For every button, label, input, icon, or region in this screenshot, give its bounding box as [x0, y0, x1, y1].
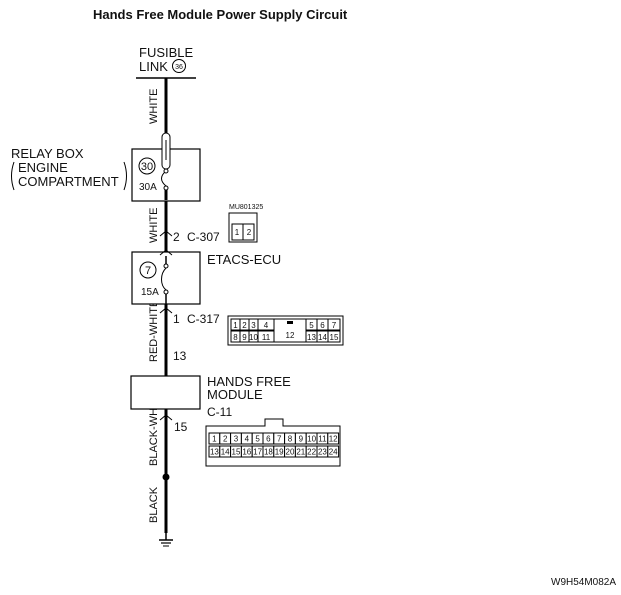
relay-box-label-line1: RELAY BOX [11, 146, 84, 161]
c11-pin-top-2: 3 [234, 435, 239, 444]
relay-box-fuse-rating: 30A [139, 182, 157, 193]
c11-pin-bottom-11: 24 [329, 448, 338, 457]
fusible-link-label-line1: FUSIBLE [139, 45, 194, 60]
c11-pin-top-3: 4 [245, 435, 250, 444]
wire-color-red-white: RED-WHITE [148, 300, 160, 362]
c317-pin-11: 11 [262, 333, 271, 342]
c317-pin-9: 9 [242, 333, 247, 342]
c11-pin-top-8: 9 [299, 435, 304, 444]
fusible-link-number: 36 [175, 64, 183, 71]
c317-pin-2: 2 [242, 321, 247, 330]
wire-color-black-white: BLACK-WHITE [148, 391, 160, 466]
wire-color-black: BLACK [148, 486, 160, 523]
c11-pin-top-1: 2 [223, 435, 228, 444]
c317-pin-15: 15 [330, 333, 339, 342]
c317-pin-7: 7 [332, 321, 337, 330]
c317-pin-8: 8 [233, 333, 238, 342]
c317-pin-13: 13 [307, 333, 316, 342]
c317-pin-4: 4 [264, 321, 269, 330]
relay-box-fuse-terminal-top [163, 168, 169, 174]
c11-pin-top-5: 6 [266, 435, 271, 444]
c317-pin-out: 13 [173, 349, 187, 363]
hands-free-module-box [130, 375, 201, 410]
c317-pin-1: 1 [233, 321, 238, 330]
c317-connector-face [227, 315, 344, 346]
c317-pin-3: 3 [251, 321, 256, 330]
etacs-fuse-rating: 15A [141, 287, 159, 298]
c11-pin-bottom-0: 13 [210, 448, 219, 457]
ground-symbol [159, 533, 173, 547]
etacs-label: ETACS-ECU [207, 252, 281, 267]
relay-box-label-line3: COMPARTMENT [18, 174, 119, 189]
hands-free-module-pin-number: 15 [174, 420, 188, 434]
etacs-fuse-symbol [161, 267, 167, 291]
relay-box-paren-right [123, 161, 127, 191]
c11-pin-bottom-2: 15 [232, 448, 241, 457]
c11-pin-bottom-8: 21 [296, 448, 305, 457]
c307-connector-mark [159, 230, 173, 237]
c11-pin-bottom-10: 23 [318, 448, 327, 457]
c11-pin-bottom-3: 16 [242, 448, 251, 457]
c11-pin-bottom-9: 22 [307, 448, 316, 457]
hands-free-module-label-line1: HANDS FREE [207, 374, 291, 389]
c317-connector-mark [159, 307, 173, 314]
c307-pin-1: 1 [235, 228, 240, 237]
c11-pin-top-0: 1 [212, 435, 217, 444]
etacs-fuse-terminal-top [163, 263, 169, 269]
relay-box-label-line2: ENGINE [18, 160, 68, 175]
etacs-fuse-terminal-bottom [163, 289, 169, 295]
hands-free-module-label-line2: MODULE [207, 387, 263, 402]
relay-box-paren-left [11, 161, 15, 191]
relay-box-fuse-number: 30 [141, 161, 153, 173]
c317-connector-name: C-317 [187, 312, 220, 326]
c307-pin-number: 2 [173, 230, 180, 244]
c317-pin-10: 10 [249, 333, 258, 342]
c11-connector-outline [205, 418, 341, 467]
etacs-fuse-number-circle [139, 261, 157, 279]
c307-connector-name: C-307 [187, 230, 220, 244]
c11-pin-bottom-1: 14 [221, 448, 230, 457]
etacs-entry-mark [159, 249, 173, 256]
c317-pin-number: 1 [173, 312, 180, 326]
c11-pin-top-9: 10 [307, 435, 316, 444]
diagram-title: Hands Free Module Power Supply Circuit [93, 7, 348, 22]
c317-pin-6: 6 [320, 321, 325, 330]
wire-color-white-2: WHITE [148, 208, 160, 243]
c11-pin-top-7: 8 [288, 435, 293, 444]
c11-connector-mark [159, 414, 173, 421]
wire-color-white-1: WHITE [148, 89, 160, 124]
c11-pin-bottom-4: 17 [253, 448, 262, 457]
c11-pin-top-11: 12 [329, 435, 338, 444]
c317-pin-5: 5 [309, 321, 314, 330]
etacs-fuse-number: 7 [145, 265, 151, 277]
c11-pin-bottom-6: 19 [275, 448, 284, 457]
c307-pin-2: 2 [247, 228, 252, 237]
c317-pin-12: 12 [286, 331, 295, 340]
diagram-code: W9H54M082A [551, 577, 616, 588]
splice-point [162, 473, 170, 481]
hands-free-module-connector-name: C-11 [207, 405, 232, 419]
relay-box-fuse-terminal-bottom [163, 185, 169, 191]
c11-pin-bottom-7: 20 [286, 448, 295, 457]
c317-pin-14: 14 [318, 333, 327, 342]
fusible-link-label-line2: LINK [139, 59, 168, 74]
c307-part-number: MU801325 [229, 204, 263, 211]
c307-connector-outline [228, 212, 258, 243]
c11-pin-top-10: 11 [318, 435, 327, 444]
c11-pin-bottom-5: 18 [264, 448, 273, 457]
relay-box-fuse-number-circle [138, 157, 156, 175]
fusible-link-number-circle [172, 59, 186, 73]
c11-pin-top-6: 7 [277, 435, 282, 444]
c11-pin-top-4: 5 [255, 435, 260, 444]
